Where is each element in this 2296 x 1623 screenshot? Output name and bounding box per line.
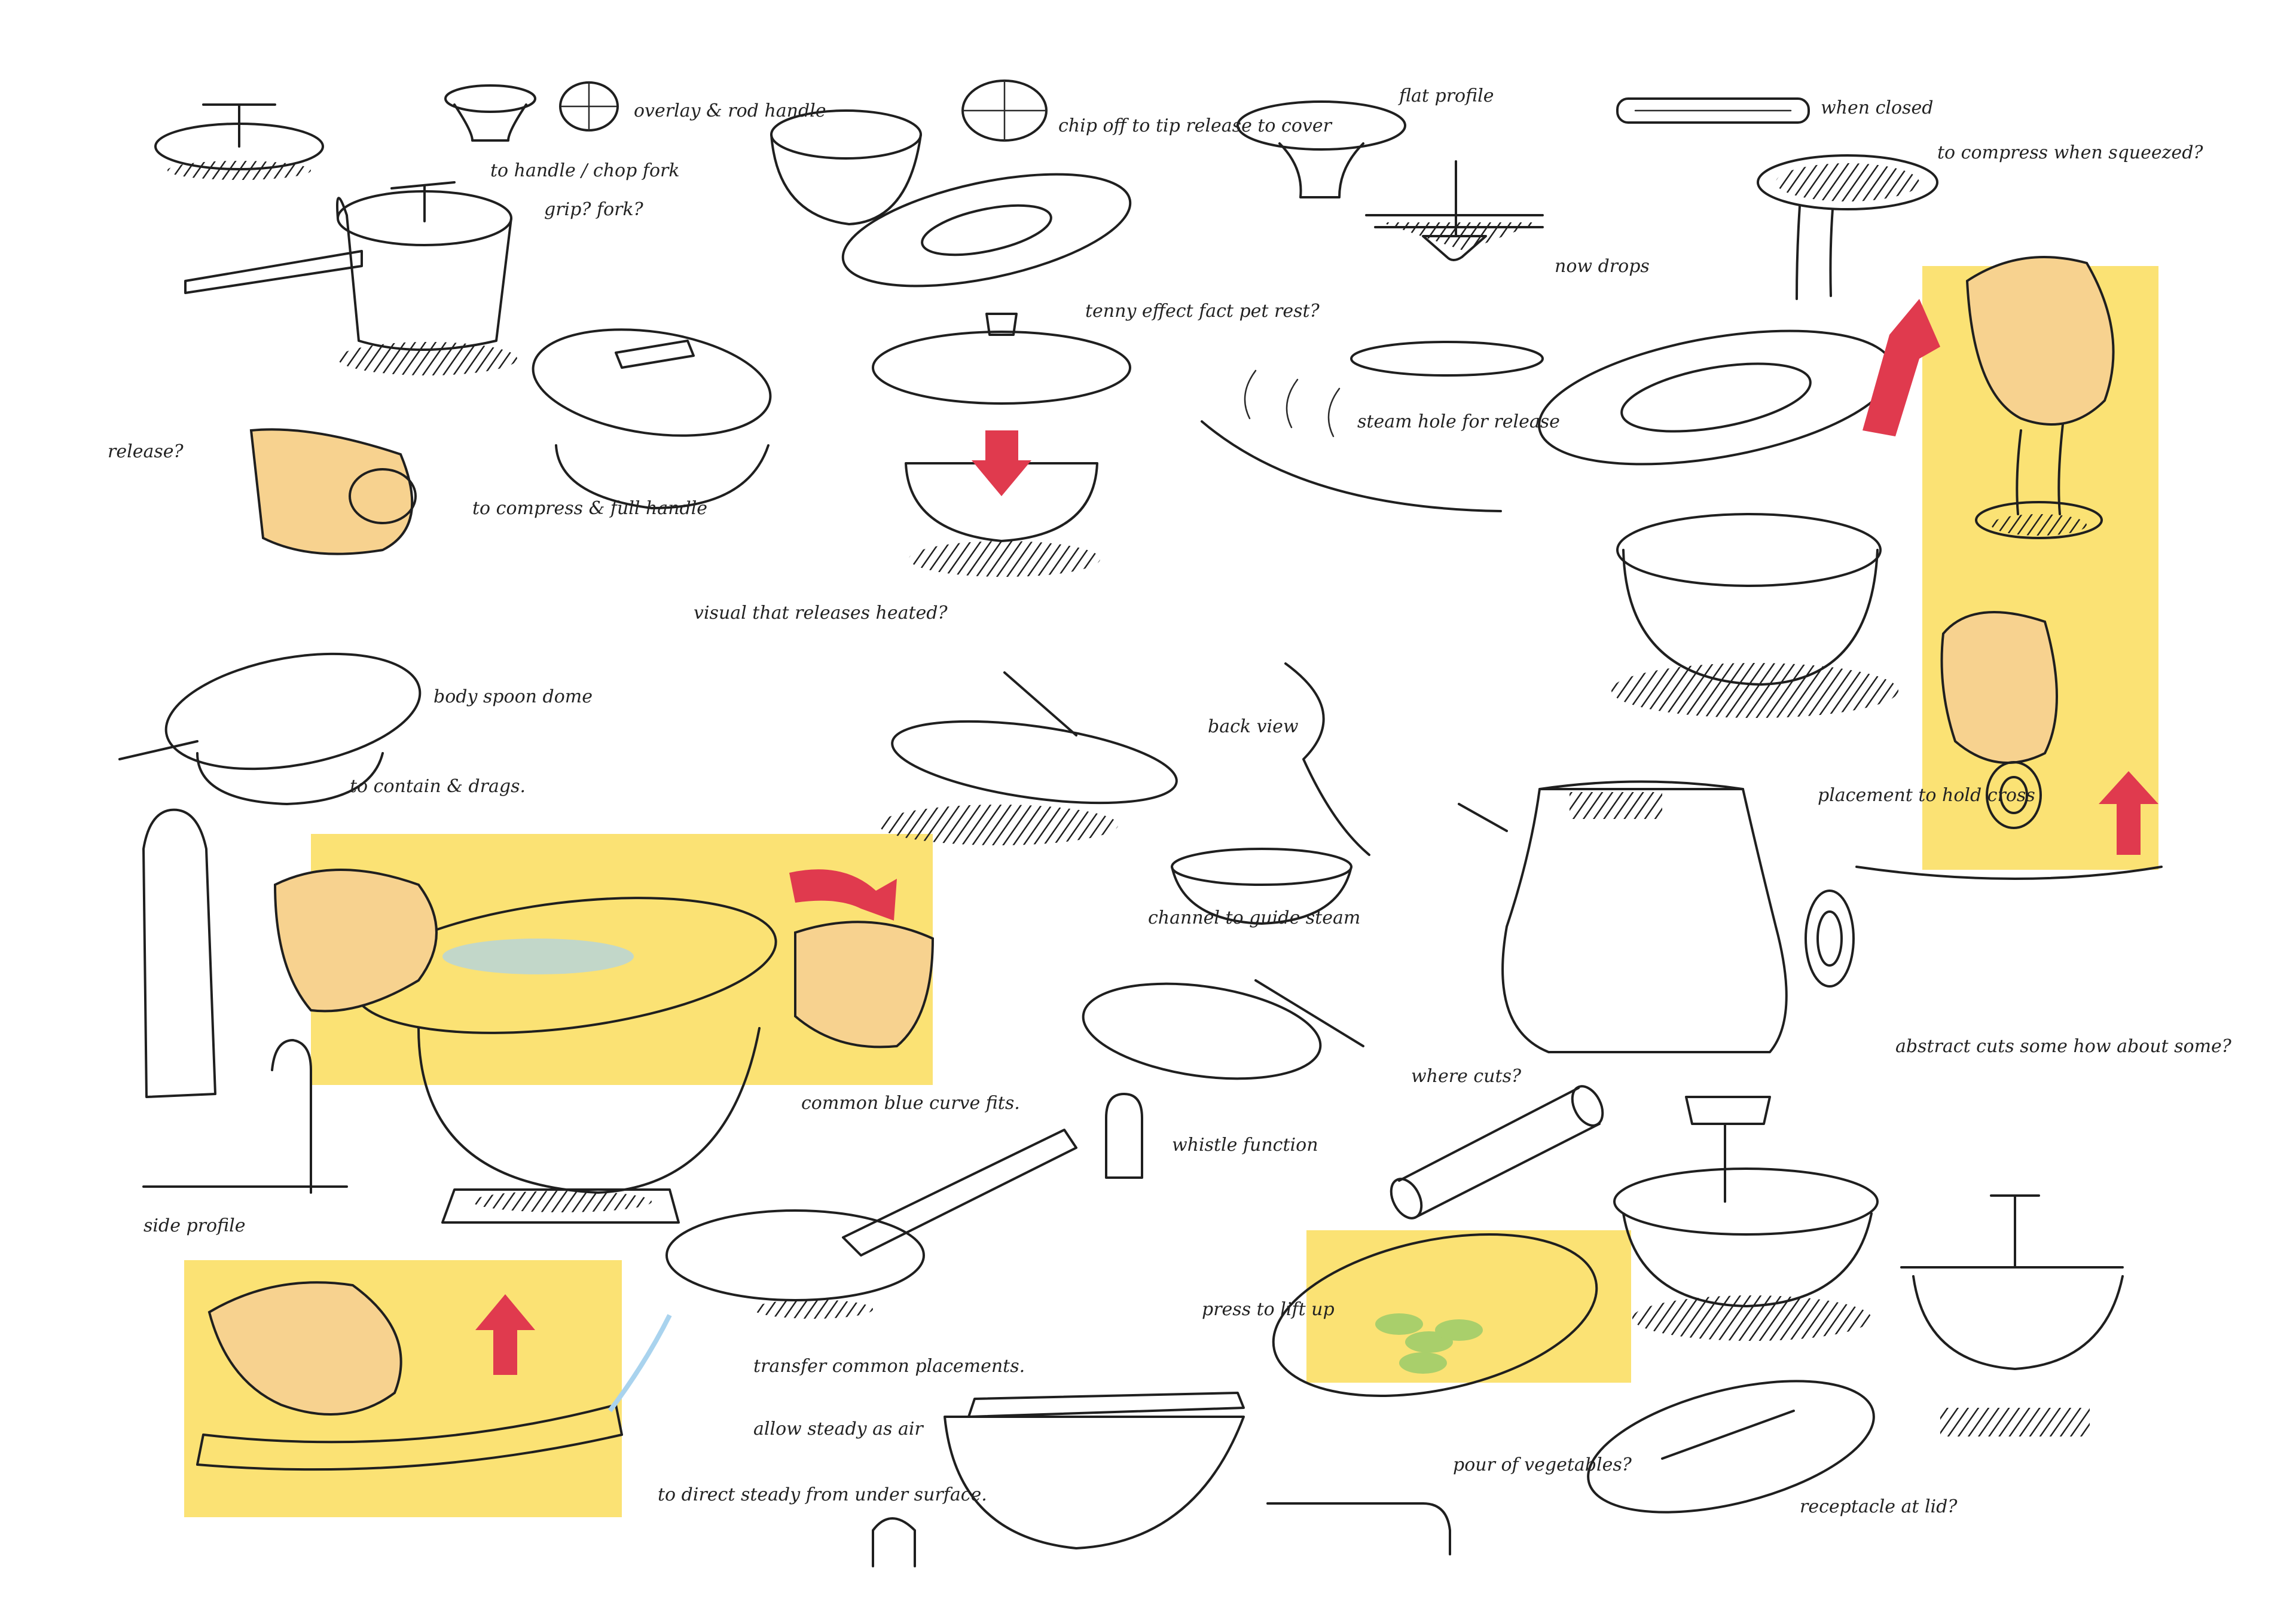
note-press-lift-up: press to lift up xyxy=(1202,1299,1335,1320)
note-transfer-common-placements: transfer common placements. xyxy=(753,1356,1025,1377)
sketch-kettle xyxy=(1458,780,1788,1053)
red-curved-arrow xyxy=(789,869,897,921)
sketch-whistle-knob xyxy=(1105,1093,1143,1179)
red-up-arrow-small xyxy=(475,1294,535,1375)
note-chip-off-release: chip off to tip release to cover xyxy=(1058,115,1333,136)
red-up-arrow xyxy=(1863,299,1940,436)
sketch-pot-with-tilted-lid xyxy=(1538,329,1898,718)
sketch-open-pan-with-handle xyxy=(1082,979,1364,1080)
note-contain-drags: to contain & drags. xyxy=(350,776,526,797)
note-release: release? xyxy=(108,441,184,462)
red-down-arrow xyxy=(985,430,1018,463)
note-placement-hold-cross: placement to hold cross xyxy=(1818,785,2035,806)
sketch-lid-with-vegetables xyxy=(1272,1233,1598,1397)
sketch-pan-lid-with-spout xyxy=(1613,1096,1879,1341)
note-direct-steady-under-surface: to direct steady from under surface. xyxy=(658,1484,987,1505)
sketch-strainer-bowl xyxy=(665,1129,1077,1319)
sketch-side-profile-handle xyxy=(142,808,348,1194)
sketch-closed-bar xyxy=(1616,97,1810,124)
sketch-bowl-lid xyxy=(770,80,1132,288)
note-flat-profile: flat profile xyxy=(1398,85,1494,106)
note-overlay-rod-handle: overlay & rod handle xyxy=(634,100,826,121)
note-where-cuts: where cuts? xyxy=(1411,1066,1522,1087)
note-body-spoon-dome: body spoon dome xyxy=(433,686,593,707)
highlight-panel-bottom-center xyxy=(1306,1230,1631,1383)
sketch-lid-with-steam-holes xyxy=(532,328,772,509)
sketch-knob-top xyxy=(444,81,619,142)
note-whistle-function: whistle function xyxy=(1172,1135,1318,1156)
note-pour-vegetables: pour of vegetables? xyxy=(1453,1454,1632,1475)
note-steam-hole-release: steam hole for release xyxy=(1357,411,1560,432)
sketch-squeeze-handle xyxy=(1757,154,1938,300)
note-allow-steady-air: allow steady as air xyxy=(753,1419,924,1439)
sketch-cylinder-whistle xyxy=(1390,1085,1604,1219)
note-receptacle-at-lid: receptacle at lid? xyxy=(1800,1496,1958,1517)
sketch-saucepan-on-burner xyxy=(184,181,517,375)
note-abstract-cuts: abstract cuts some how about some? xyxy=(1895,1036,2232,1057)
sketch-pot-with-pressure-lid xyxy=(872,313,1131,577)
note-when-closed: when closed xyxy=(1821,97,1933,118)
note-compress-squeezed: to compress when squeezed? xyxy=(1937,142,2203,163)
sketch-steam-release-dome xyxy=(1201,341,1544,512)
sketch-flat-knob xyxy=(1236,100,1406,198)
note-channel-guide-steam: channel to guide steam xyxy=(1148,907,1360,928)
sketch-flat-profile-lid xyxy=(1365,160,1544,261)
note-now-drops: now drops xyxy=(1555,256,1650,277)
sketch-lid-receptacle xyxy=(1587,1380,1875,1514)
sketch-stockpot-right xyxy=(1900,1194,2124,1436)
sketch-hand-pressing-knob xyxy=(1863,256,2115,539)
note-tenny-effect: tenny effect fact pet rest? xyxy=(1085,301,1320,322)
sketch-big-pot-two-hands xyxy=(273,869,935,1224)
sketch-hand-pulling-ring xyxy=(1855,611,2163,880)
note-grip-fork: grip? fork? xyxy=(544,199,644,220)
sketch-hand-holding-knob-left xyxy=(249,428,417,555)
note-side-profile: side profile xyxy=(144,1215,245,1236)
sketch-bottom-handle xyxy=(872,1502,1451,1567)
note-handle-chop-fork: to handle / chop fork xyxy=(490,160,680,181)
note-back-view: back view xyxy=(1208,716,1299,737)
sketch-lid-knob-small xyxy=(154,103,324,180)
sketch-hand-lifting-lid xyxy=(196,1281,672,1471)
sketch-strainer-spoon-pan xyxy=(879,671,1178,845)
note-compress-full-handle: to compress & full handle xyxy=(472,498,707,519)
sketch-steam-guide-pot xyxy=(1171,662,1370,925)
note-common-blue-curve: common blue curve fits. xyxy=(801,1093,1020,1114)
note-visual-releases-heated: visual that releases heated? xyxy=(694,603,948,623)
sketch-pan-with-dome-lid xyxy=(118,652,422,805)
sketch-ring-handle xyxy=(1805,890,1855,988)
sketch-wok-with-lid xyxy=(944,1392,1245,1549)
